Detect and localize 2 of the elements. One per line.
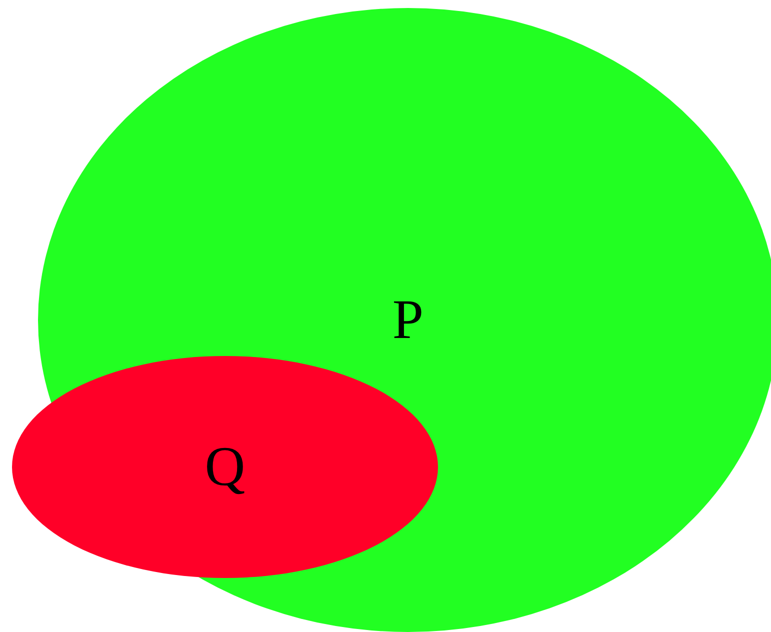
set-label: P — [392, 292, 424, 348]
set-label: Q — [204, 439, 246, 495]
